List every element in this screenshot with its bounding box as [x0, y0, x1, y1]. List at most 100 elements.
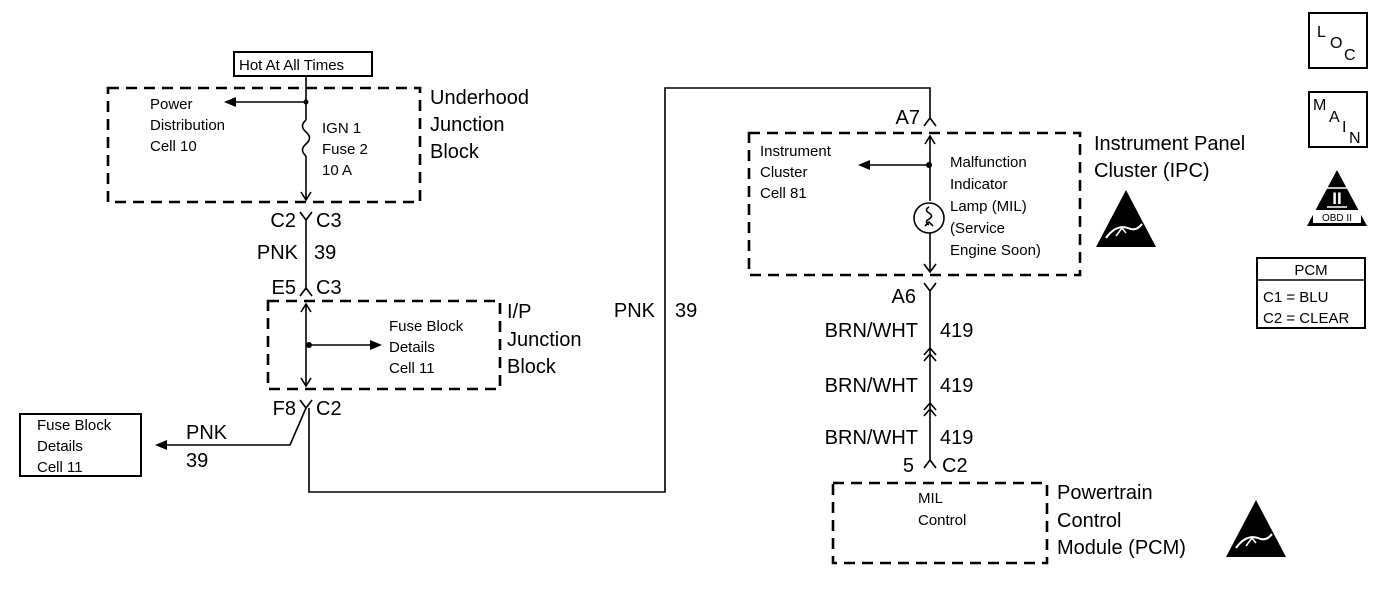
connector-f8-c2: F8 C2: [273, 398, 342, 420]
pcm-name-1: Powertrain: [1057, 482, 1153, 504]
pcm-legend-row-2: C2 = CLEAR: [1263, 310, 1349, 327]
connector-c2-c3-icon: [299, 211, 313, 222]
wire-pnk-39-long: [308, 87, 931, 493]
wire-left-color: PNK: [186, 422, 228, 444]
hot-at-all-times-label: Hot At All Times: [239, 57, 344, 74]
main-letter-m: M: [1313, 97, 1326, 114]
esd-warning-icon: [1096, 190, 1156, 247]
inline-connector-1b-icon: [923, 352, 937, 362]
fuse-ref-1: Fuse Block: [37, 417, 112, 434]
connector-e5-c3-icon: [299, 286, 313, 297]
ip-junction-block: I/P Junction Block Fuse Block Details Ce…: [266, 299, 582, 391]
inline-connector-2a-icon: [923, 401, 937, 411]
wire-long-color: PNK: [614, 300, 656, 322]
inline-connector-1a-icon: [923, 346, 937, 356]
ipc-name-2: Cluster (IPC): [1094, 160, 1210, 182]
loc-letter-l: L: [1317, 24, 1326, 41]
fuse-label-3: 10 A: [322, 162, 352, 179]
mil-lamp-filament-icon: [924, 206, 934, 227]
mil-label-1: Malfunction: [950, 154, 1027, 171]
fuse-label-2: Fuse 2: [322, 141, 368, 158]
fuse-icon: [301, 119, 311, 157]
ip-fuse-details-2: Details: [389, 339, 435, 356]
connector-f8-c2-left: F8: [273, 398, 296, 420]
pcm-name-3: Module (PCM): [1057, 537, 1186, 559]
connector-c2-c3-right: C3: [316, 210, 342, 232]
left-branch-arrow-icon: [155, 440, 167, 450]
main-letter-i: I: [1342, 119, 1346, 136]
ip-fuse-arrow-icon: [370, 340, 382, 350]
obd-ii-icon[interactable]: II OBD II: [1307, 170, 1367, 226]
underhood-name-2: Junction: [430, 114, 505, 136]
connector-e5-c3-right: C3: [316, 277, 342, 299]
mil-label-4: (Service: [950, 220, 1005, 237]
mil-control-1: MIL: [918, 490, 943, 507]
obd-label: OBD II: [1322, 213, 1352, 224]
power-dist-arrow-icon: [224, 97, 236, 107]
obd-numeral: II: [1332, 189, 1341, 208]
power-dist-3: Cell 10: [150, 138, 197, 155]
fuse-label-1: IGN 1: [322, 120, 361, 137]
main-letter-n: N: [1349, 130, 1361, 147]
wire2-color-1: BRN/WHT: [825, 320, 918, 342]
power-dist-2: Distribution: [150, 117, 225, 134]
fuse-ref-2: Details: [37, 438, 83, 455]
cluster-ref-1: Instrument: [760, 143, 832, 160]
ip-block-name-3: Block: [507, 356, 557, 378]
pcm-name-2: Control: [1057, 510, 1121, 532]
connector-c2-c3-left: C2: [270, 210, 296, 232]
pcm-legend-title: PCM: [1294, 262, 1327, 279]
underhood-junction-block: Hot At All Times Underhood Junction Bloc…: [106, 51, 529, 204]
fuse-ref-3: Cell 11: [37, 459, 83, 476]
ip-bus-bottom-arrow-icon: [300, 377, 312, 388]
ipc-conn-top: A7: [896, 107, 920, 129]
ipc-outline: [747, 131, 1082, 277]
pcm-legend-row-1: C1 = BLU: [1263, 289, 1328, 306]
underhood-outline: [106, 86, 422, 204]
ipc-name-1: Instrument Panel: [1094, 133, 1245, 155]
fuse-output-arrow-icon: [300, 191, 312, 202]
cluster-ref-2: Cluster: [760, 164, 808, 181]
wire1-color: PNK: [257, 242, 299, 264]
power-dist-1: Power: [150, 96, 193, 113]
wire2-circuit-2: 419: [940, 375, 973, 397]
ipc-feed-arrow-icon: [924, 134, 936, 145]
connector-e5-c3: E5 C3: [272, 277, 342, 299]
pcm-outline: [831, 481, 1049, 565]
ip-block-outline: [266, 299, 502, 391]
mil-control-2: Control: [918, 512, 966, 529]
wire2-color-2: BRN/WHT: [825, 375, 918, 397]
pcm-conn-left: 5: [903, 455, 914, 477]
instrument-panel-cluster: A7 Instrument Panel Cluster (IPC) Instru…: [747, 107, 1245, 308]
hot-at-all-times-box: [233, 51, 373, 77]
loc-icon[interactable]: L O C: [1308, 12, 1368, 69]
inline-connector-2b-icon: [923, 407, 937, 417]
mil-label-2: Indicator: [950, 176, 1008, 193]
connector-f8-c2-icon: [299, 399, 313, 410]
ipc-conn-bottom: A6: [892, 286, 916, 308]
pcm-connector-legend: PCM C1 = BLU C2 = CLEAR: [1256, 257, 1366, 329]
underhood-name-3: Block: [430, 141, 480, 163]
cluster-ref-3: Cell 81: [760, 185, 807, 202]
wire2-circuit-1: 419: [940, 320, 973, 342]
mil-lamp-icon: [913, 202, 945, 234]
loc-letter-c: C: [1344, 47, 1356, 64]
connector-c2-c3: C2 C3: [270, 210, 341, 232]
ipc-conn-bottom-icon: [923, 282, 937, 293]
ip-bus-top-arrow-icon: [300, 302, 312, 313]
ip-block-name-2: Junction: [507, 329, 582, 351]
mil-label-5: Engine Soon): [950, 242, 1041, 259]
wire-left-circuit: 39: [186, 450, 208, 472]
connector-e5-c3-left: E5: [272, 277, 296, 299]
ip-fuse-details-1: Fuse Block: [389, 318, 464, 335]
fuse-block-details-box: [19, 413, 142, 477]
connector-f8-c2-right: C2: [316, 398, 342, 420]
ipc-conn-top-icon: [923, 116, 937, 127]
wire-left-branch: [158, 407, 307, 446]
ip-block-name-1: I/P: [507, 301, 531, 323]
ip-fuse-details-3: Cell 11: [389, 360, 435, 377]
main-letter-a: A: [1329, 109, 1340, 126]
powertrain-control-module: Powertrain Control Module (PCM) MIL Cont…: [831, 481, 1186, 565]
main-icon[interactable]: M A I N: [1308, 91, 1368, 148]
